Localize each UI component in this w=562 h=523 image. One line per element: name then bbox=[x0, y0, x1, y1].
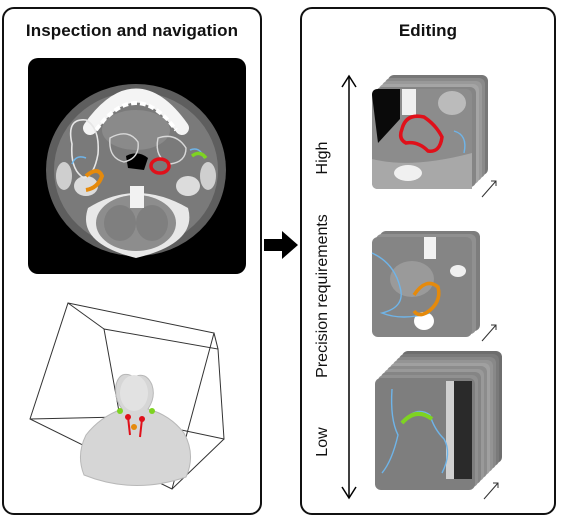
axis-label-precision: Precision requirements bbox=[314, 214, 331, 378]
3d-volume-rendering[interactable] bbox=[24, 299, 246, 509]
inspection-panel-title: Inspection and navigation bbox=[25, 21, 239, 40]
medium-precision-slice-stack[interactable] bbox=[371, 229, 502, 349]
axis-label-low: Low bbox=[314, 427, 331, 457]
axis-label-high: High bbox=[314, 141, 331, 175]
low-precision-slice-stack[interactable] bbox=[372, 349, 524, 500]
editing-panel: Editing High Precision requirements Low bbox=[300, 7, 556, 515]
flow-arrow-icon bbox=[264, 231, 298, 259]
inspection-panel: Inspection and navigation bbox=[2, 7, 262, 515]
editing-panel-title: Editing bbox=[398, 21, 458, 40]
precision-axis-arrow-icon bbox=[341, 74, 357, 500]
high-precision-slice-stack[interactable] bbox=[372, 73, 502, 203]
axial-ct-slice[interactable] bbox=[28, 58, 246, 274]
